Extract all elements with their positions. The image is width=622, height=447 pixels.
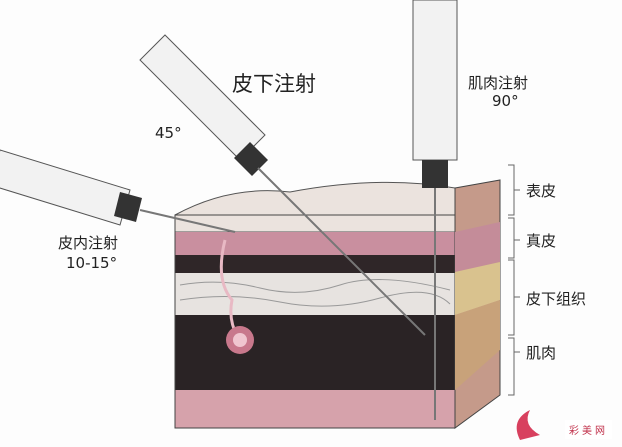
sweat-gland — [219, 239, 240, 339]
subcutaneous-syringe — [139, 34, 426, 336]
subcutaneous-angle: 45° — [155, 124, 182, 142]
intradermal-label: 皮内注射 — [58, 234, 119, 252]
dermis-dark-band — [175, 255, 455, 273]
intramuscular-angle: 90° — [492, 92, 519, 110]
intramuscular-syringe — [412, 0, 458, 420]
subcutaneous-label: 皮下注射 — [232, 72, 316, 96]
layer-label-muscle: 肌肉 — [526, 344, 557, 362]
bottom-layer — [175, 390, 455, 428]
subcutaneous-layer — [175, 273, 455, 315]
intradermal-angle: 10-15° — [66, 254, 118, 272]
watermark-logo-icon — [516, 410, 540, 440]
layer-label-dermis: 真皮 — [526, 232, 557, 250]
layer-label-subcutaneous: 皮下组织 — [526, 290, 587, 308]
layer-brackets — [508, 164, 520, 396]
layer-label-epidermis: 表皮 — [526, 182, 557, 200]
muscle-layer — [175, 315, 455, 390]
watermark: 彩美网 — [565, 420, 612, 439]
intradermal-syringe — [0, 149, 236, 233]
watermark-text: 彩美网 — [569, 426, 608, 437]
intramuscular-label: 肌肉注射 — [468, 74, 529, 92]
